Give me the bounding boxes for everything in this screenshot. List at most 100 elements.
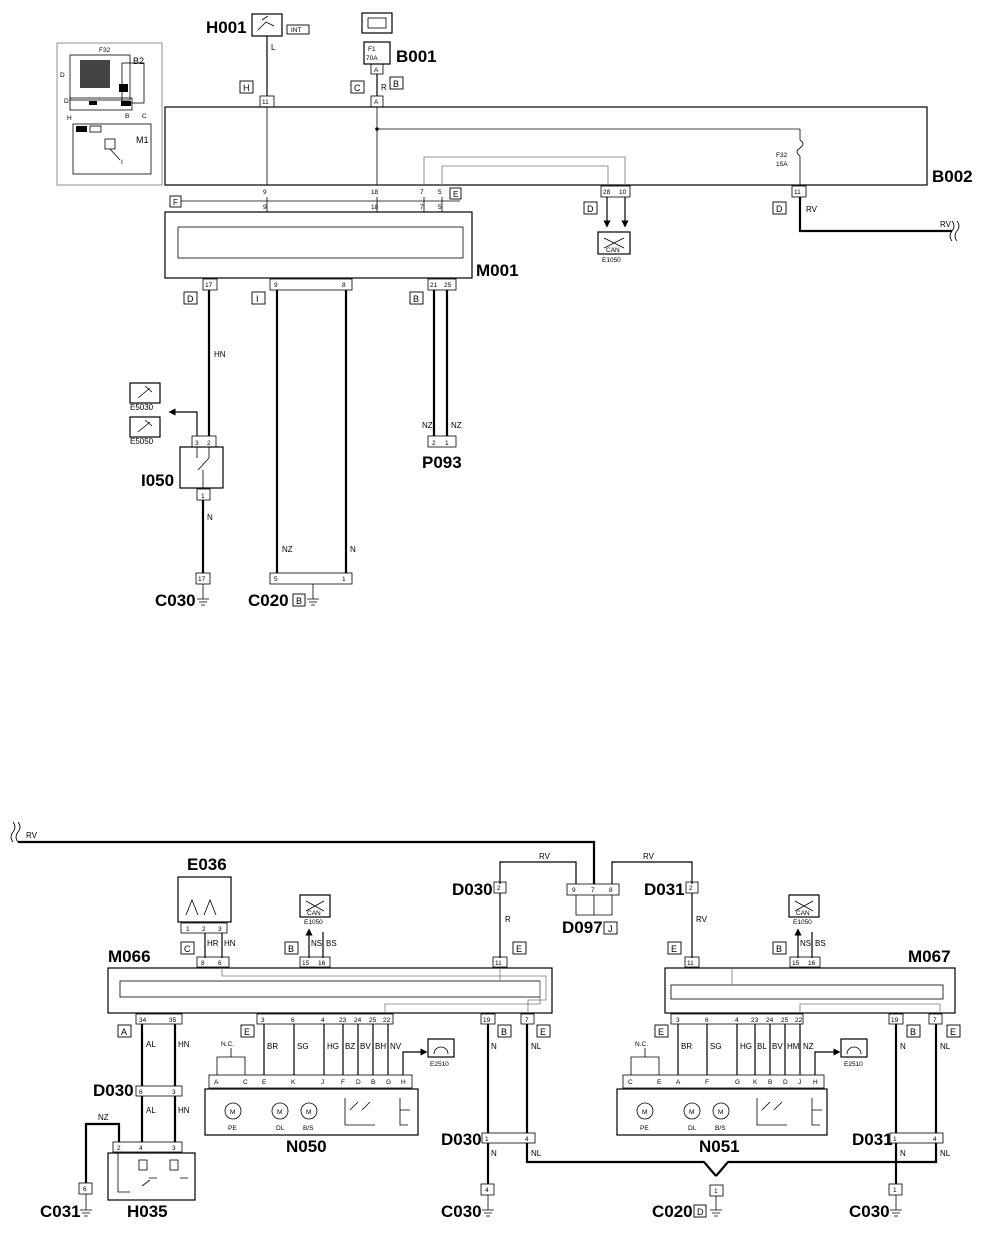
svg-text:N: N <box>491 1149 497 1158</box>
svg-text:9: 9 <box>263 189 267 196</box>
m067-module: D031 2 RV E CAN E1050 NS BS B M067 11 15… <box>644 880 961 1038</box>
svg-text:BR: BR <box>681 1042 692 1051</box>
svg-text:4: 4 <box>525 1136 529 1143</box>
svg-text:4: 4 <box>735 1017 739 1024</box>
svg-text:D: D <box>356 1079 361 1086</box>
svg-text:23: 23 <box>339 1017 347 1024</box>
svg-text:E2510: E2510 <box>430 1061 449 1068</box>
svg-text:F1: F1 <box>368 46 376 53</box>
svg-text:NL: NL <box>940 1042 951 1051</box>
svg-text:B/S: B/S <box>303 1125 314 1132</box>
svg-text:C: C <box>184 944 191 954</box>
svg-text:E: E <box>658 1027 664 1037</box>
svg-text:3: 3 <box>218 926 222 933</box>
svg-text:E: E <box>657 1079 662 1086</box>
svg-text:C: C <box>354 83 361 93</box>
svg-text:HM: HM <box>787 1042 800 1051</box>
svg-text:B002: B002 <box>932 167 973 186</box>
svg-text:N: N <box>900 1149 906 1158</box>
svg-text:2: 2 <box>207 440 211 447</box>
svg-text:A: A <box>374 99 379 106</box>
svg-text:18: 18 <box>371 204 379 211</box>
svg-text:24: 24 <box>766 1017 774 1024</box>
svg-text:E2510: E2510 <box>844 1061 863 1068</box>
svg-text:5: 5 <box>274 576 278 583</box>
svg-text:RV: RV <box>26 831 38 840</box>
svg-text:C030: C030 <box>441 1202 482 1221</box>
d031-ground-right: N NL D031 1 4 N NL 1 C030 <box>715 1024 951 1221</box>
svg-text:2: 2 <box>117 1145 121 1152</box>
svg-text:B: B <box>393 79 399 89</box>
svg-text:BV: BV <box>360 1042 371 1051</box>
svg-text:NV: NV <box>390 1042 402 1051</box>
svg-text:D031: D031 <box>644 880 685 899</box>
svg-text:N.C.: N.C. <box>635 1041 648 1048</box>
m001-wires: HN NZ N NZ NZ <box>207 290 462 573</box>
svg-text:E1050: E1050 <box>304 919 323 926</box>
svg-text:SG: SG <box>710 1042 722 1051</box>
e036-component: E036 1 2 3 HR HN C <box>177 855 236 958</box>
svg-text:BR: BR <box>267 1042 278 1051</box>
svg-text:18: 18 <box>371 189 379 196</box>
svg-text:D: D <box>187 294 194 304</box>
svg-text:3: 3 <box>172 1145 176 1152</box>
svg-text:M1: M1 <box>136 135 149 145</box>
svg-text:H: H <box>401 1079 406 1086</box>
svg-text:8: 8 <box>201 960 205 967</box>
svg-text:B: B <box>910 1027 916 1037</box>
svg-text:B: B <box>296 596 302 606</box>
svg-text:B: B <box>371 1079 375 1086</box>
svg-text:21: 21 <box>430 282 438 289</box>
svg-text:B: B <box>413 294 419 304</box>
svg-text:8: 8 <box>342 282 346 289</box>
svg-text:4: 4 <box>485 1187 489 1194</box>
svg-text:28: 28 <box>603 189 611 196</box>
svg-text:NZ: NZ <box>422 421 433 430</box>
svg-text:E036: E036 <box>187 855 227 874</box>
svg-text:H035: H035 <box>127 1202 168 1221</box>
svg-text:HN: HN <box>178 1106 190 1115</box>
svg-text:15A: 15A <box>776 161 788 168</box>
svg-text:70A: 70A <box>366 55 378 62</box>
svg-text:1: 1 <box>445 440 449 447</box>
svg-text:11: 11 <box>794 189 801 196</box>
svg-text:AL: AL <box>146 1040 156 1049</box>
h035-component: D030 6 3 AL HN NZ 2 4 3 H035 6 C031 <box>40 1081 196 1221</box>
svg-text:F: F <box>173 198 178 207</box>
svg-text:B2: B2 <box>133 56 144 66</box>
svg-text:1: 1 <box>201 493 205 500</box>
svg-text:1: 1 <box>714 1188 718 1195</box>
svg-text:D: D <box>776 204 783 214</box>
svg-text:J: J <box>608 924 613 934</box>
svg-text:D097: D097 <box>562 918 603 937</box>
svg-text:E1050: E1050 <box>602 257 621 264</box>
svg-text:3: 3 <box>172 1089 176 1096</box>
svg-text:H: H <box>243 83 250 93</box>
svg-text:AL: AL <box>146 1106 156 1115</box>
svg-text:N051: N051 <box>699 1137 740 1156</box>
svg-text:D: D <box>64 98 69 105</box>
svg-text:3: 3 <box>261 1017 265 1024</box>
svg-text:E: E <box>516 944 522 954</box>
c020-ground-bottom: 1 C020 D <box>652 1184 724 1221</box>
svg-text:BV: BV <box>772 1042 783 1051</box>
can-bus-e1050-left: CAN E1050 NS BS B <box>284 894 337 958</box>
svg-text:CAN: CAN <box>796 910 810 917</box>
svg-text:HG: HG <box>740 1042 752 1051</box>
svg-text:D: D <box>697 1207 704 1217</box>
svg-text:D: D <box>587 204 594 214</box>
svg-text:A: A <box>374 67 379 74</box>
svg-text:16: 16 <box>318 960 326 967</box>
svg-text:10: 10 <box>619 189 627 196</box>
svg-text:B: B <box>288 944 294 954</box>
svg-text:D: D <box>783 1079 788 1086</box>
svg-text:D030: D030 <box>93 1081 134 1100</box>
svg-text:E: E <box>950 1027 956 1037</box>
can-bus-e1050-top: D CAN E1050 <box>583 197 631 264</box>
svg-text:E: E <box>262 1079 267 1086</box>
svg-text:6: 6 <box>83 1186 87 1193</box>
svg-text:CAN: CAN <box>606 247 620 254</box>
svg-text:M: M <box>230 1109 235 1116</box>
svg-text:7: 7 <box>591 887 595 894</box>
svg-text:D031: D031 <box>852 1130 893 1149</box>
